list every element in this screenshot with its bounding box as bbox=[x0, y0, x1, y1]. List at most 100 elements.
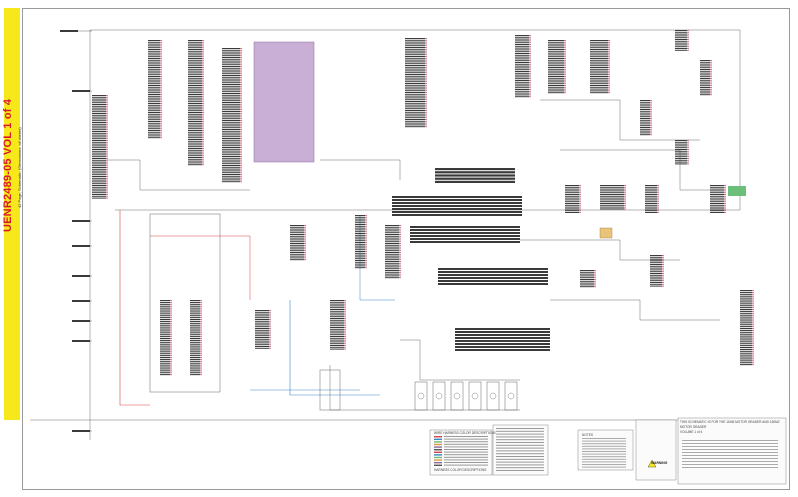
pin-tip bbox=[365, 243, 367, 245]
connector-pin bbox=[92, 147, 106, 149]
pin-tip bbox=[662, 280, 664, 282]
connector-pin bbox=[190, 370, 200, 372]
connector-pin bbox=[190, 317, 200, 319]
pin-tip bbox=[106, 105, 108, 107]
connector-pin bbox=[188, 112, 202, 113]
pin-tip bbox=[608, 54, 610, 56]
pin-tip bbox=[650, 101, 652, 103]
pin-tip bbox=[657, 188, 659, 190]
note-line bbox=[582, 445, 626, 447]
connector-pin bbox=[222, 132, 240, 134]
sensor-box bbox=[468, 381, 482, 411]
connector-pin bbox=[405, 47, 425, 48]
pin-tip bbox=[240, 89, 242, 91]
connector-pin bbox=[650, 273, 662, 274]
connector-pin bbox=[255, 346, 269, 347]
connector-pin bbox=[160, 353, 170, 355]
connector-pin bbox=[188, 50, 202, 52]
pin-tip bbox=[752, 358, 754, 360]
pin-tip bbox=[202, 63, 204, 65]
pin-tip bbox=[365, 251, 367, 252]
pin-tip bbox=[657, 197, 659, 199]
pin-tip bbox=[425, 61, 427, 63]
connector-pin bbox=[222, 84, 240, 85]
connector-pin bbox=[160, 313, 170, 315]
connector-pin bbox=[740, 322, 752, 324]
chassis-connector-c bbox=[590, 40, 610, 94]
connector-pin bbox=[222, 102, 240, 103]
connector-pin bbox=[290, 253, 304, 255]
connector-pin bbox=[580, 270, 594, 271]
pin-tip bbox=[399, 250, 401, 252]
connector-pin bbox=[645, 208, 657, 210]
pin-tip bbox=[106, 127, 108, 129]
pin-tip bbox=[687, 49, 689, 51]
pin-tip bbox=[425, 84, 427, 86]
connector-pin bbox=[330, 314, 344, 316]
pin-tip bbox=[240, 150, 242, 152]
pin-tip bbox=[365, 249, 367, 251]
pin-tip bbox=[200, 368, 202, 370]
pin-tip bbox=[425, 88, 427, 90]
pin-tip bbox=[240, 147, 242, 148]
pin-tip bbox=[106, 150, 108, 152]
pin-tip bbox=[425, 104, 427, 106]
connector-pin bbox=[188, 149, 202, 151]
connector-pin bbox=[330, 327, 344, 328]
pin-tip bbox=[710, 60, 712, 61]
pin-tip bbox=[662, 285, 664, 287]
pin-tip bbox=[662, 269, 664, 271]
pin-tip bbox=[200, 362, 202, 364]
legend-text-line bbox=[444, 459, 488, 461]
connector-pin bbox=[740, 324, 752, 326]
pin-tip bbox=[202, 94, 204, 95]
edge-connector bbox=[72, 245, 90, 247]
pin-tip bbox=[304, 252, 306, 253]
connector-pin bbox=[222, 174, 240, 175]
connector-pin bbox=[188, 88, 202, 90]
connector-pin bbox=[548, 72, 564, 74]
connector-pin bbox=[160, 355, 170, 357]
pin-tip bbox=[240, 62, 242, 64]
edge-connector bbox=[72, 340, 90, 342]
pin-tip bbox=[529, 44, 531, 45]
pin-tip bbox=[170, 360, 172, 362]
pin-tip bbox=[657, 201, 659, 203]
list-line bbox=[496, 456, 544, 457]
connector-pin bbox=[92, 123, 106, 125]
pin-tip bbox=[687, 40, 689, 42]
connector-pin bbox=[92, 113, 106, 114]
connector-pin bbox=[92, 188, 106, 190]
connector-pin bbox=[645, 194, 657, 195]
pin-tip bbox=[106, 159, 108, 161]
connector-pin bbox=[640, 118, 650, 119]
connector-pin bbox=[640, 134, 650, 136]
connector-pin bbox=[650, 276, 662, 278]
pin-tip bbox=[160, 137, 162, 139]
connector-pin bbox=[188, 72, 202, 74]
pin-tip bbox=[752, 310, 754, 312]
pin-tip bbox=[106, 95, 108, 96]
connector-pin bbox=[600, 201, 624, 203]
pin-tip bbox=[650, 114, 652, 116]
connector-pin bbox=[255, 333, 269, 335]
pin-tip bbox=[344, 348, 346, 350]
pin-tip bbox=[425, 92, 427, 93]
connector-pin bbox=[548, 41, 564, 43]
pin-tip bbox=[662, 264, 664, 265]
pin-tip bbox=[202, 151, 204, 153]
pin-tip bbox=[106, 161, 108, 163]
pin-tip bbox=[106, 114, 108, 116]
pin-tip bbox=[399, 268, 401, 270]
pin-tip bbox=[170, 358, 172, 360]
connector-pin bbox=[188, 99, 202, 101]
connector-pin bbox=[710, 208, 724, 210]
pin-tip bbox=[106, 177, 108, 179]
pin-tip bbox=[202, 164, 204, 166]
harness-row bbox=[410, 238, 520, 240]
pin-tip bbox=[200, 366, 202, 368]
pin-tip bbox=[608, 70, 610, 72]
connector-pin bbox=[222, 73, 240, 75]
pin-tip bbox=[304, 259, 306, 261]
harness-row bbox=[455, 328, 550, 330]
